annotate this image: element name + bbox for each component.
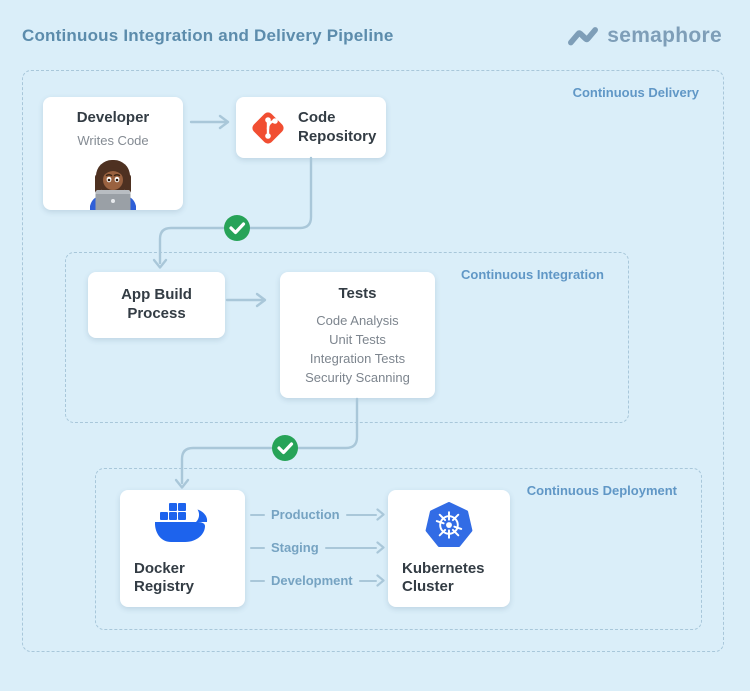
region-continuous-deployment: Continuous Deployment (95, 468, 702, 630)
semaphore-logo: semaphore (566, 21, 722, 51)
node-code-repository: Code Repository (236, 97, 386, 158)
kubernetes-icon (425, 502, 473, 549)
tests-title: Tests (338, 285, 377, 302)
node-tests: Tests Code Analysis Unit Tests Integrati… (280, 272, 435, 398)
deployment-arrows: Production Staging Development (250, 498, 385, 597)
node-developer: Developer Writes Code (43, 97, 183, 210)
git-icon (250, 110, 286, 146)
arrowhead-right-icon (376, 508, 385, 521)
tests-list: Code Analysis Unit Tests Integration Tes… (280, 311, 435, 387)
tests-item: Code Analysis (316, 312, 399, 328)
tests-item: Unit Tests (329, 331, 386, 347)
node-app-build-process: App Build Process (88, 272, 225, 338)
kubernetes-cluster-title: Kubernetes Cluster (402, 559, 485, 596)
deploy-label-staging: Staging (271, 540, 319, 555)
region-label-continuous-delivery: Continuous Delivery (572, 85, 699, 100)
line-segment (250, 579, 265, 582)
line-segment (345, 513, 377, 516)
tests-item: Integration Tests (309, 350, 406, 366)
line-segment (358, 579, 377, 582)
tests-item: Security Scanning (305, 369, 410, 385)
docker-icon (152, 502, 214, 548)
deploy-arrow-staging: Staging (250, 531, 385, 564)
deploy-arrow-development: Development (250, 564, 385, 597)
region-label-continuous-integration: Continuous Integration (461, 267, 604, 282)
line-segment (250, 513, 265, 516)
node-docker-registry: Docker Registry (120, 490, 245, 607)
arrowhead-right-icon (376, 574, 385, 587)
deploy-arrow-production: Production (250, 498, 385, 531)
developer-subtitle: Writes Code (77, 132, 149, 148)
deploy-label-development: Development (271, 573, 353, 588)
app-build-title: App Build Process (121, 286, 192, 322)
developer-title: Developer (76, 109, 150, 126)
page-title: Continuous Integration and Delivery Pipe… (22, 26, 394, 45)
deploy-label-production: Production (271, 507, 340, 522)
line-segment (250, 546, 265, 549)
code-repository-title: Code Repository (298, 108, 377, 145)
arrowhead-right-icon (376, 541, 385, 554)
docker-registry-title: Docker Registry (134, 559, 195, 596)
region-continuous-delivery: Continuous Delivery (22, 70, 724, 652)
node-kubernetes-cluster: Kubernetes Cluster (388, 490, 510, 607)
woman-technologist-icon (82, 154, 144, 210)
region-label-continuous-deployment: Continuous Deployment (526, 483, 677, 498)
semaphore-icon (566, 21, 600, 51)
line-segment (324, 546, 377, 549)
semaphore-wordmark: semaphore (607, 24, 722, 47)
